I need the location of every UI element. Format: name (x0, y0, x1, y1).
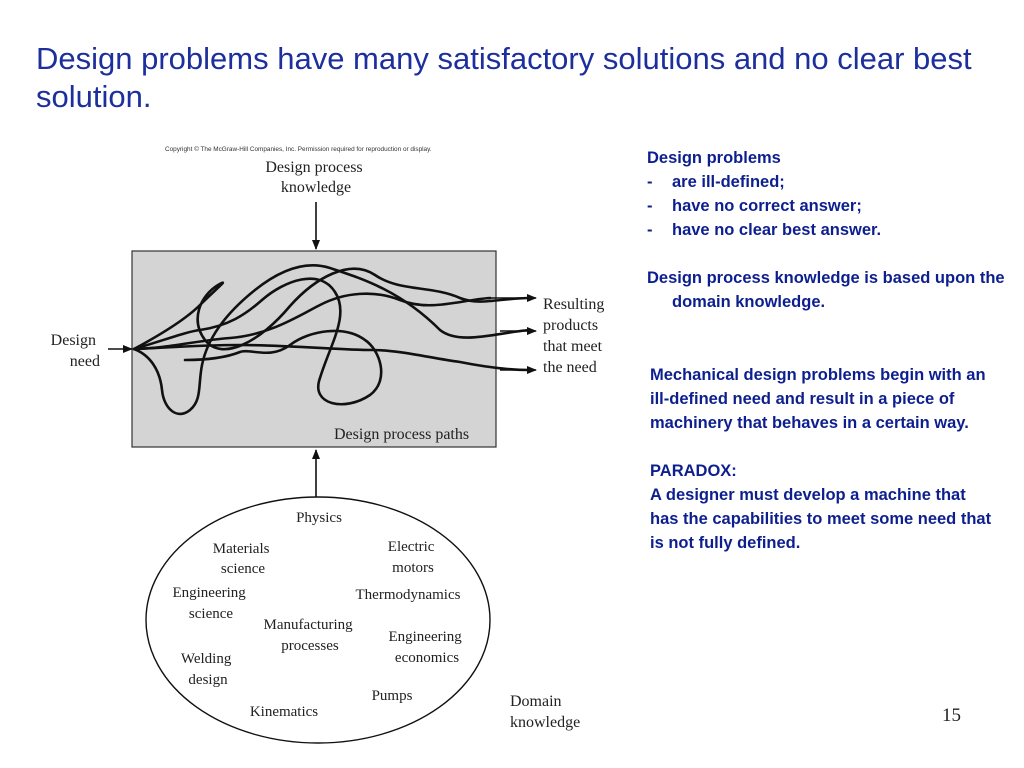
mechanical-note: Mechanical design problems begin with an… (650, 366, 986, 432)
bullet-ill-defined: -are ill-defined; (647, 170, 1007, 194)
topic-manufacturing-processes: Manufacturing processes (264, 617, 357, 654)
topic-pumps: Pumps (372, 688, 413, 704)
paradox-text: A designer must develop a machine that h… (650, 486, 992, 552)
design-process-paths (132, 263, 532, 416)
bullet-marker: - (647, 221, 653, 239)
topic-electric-motors: Electric motors (388, 539, 438, 576)
design-problems-notes: Design problems -are ill-defined; -have … (647, 146, 1007, 314)
bullet-no-correct-answer: -have no correct answer; (647, 194, 1007, 218)
bullet-marker: - (647, 173, 653, 191)
knowledge-note: Design process knowledge is based upon t… (647, 269, 1005, 311)
bullet-marker: - (647, 197, 653, 215)
topic-welding-design: Welding design (181, 651, 235, 688)
topic-engineering-economics: Engineering economics (388, 629, 465, 666)
design-process-paths-label: Design process paths (334, 426, 469, 443)
topic-engineering-science: Engineering science (172, 585, 249, 622)
page-number: 15 (942, 705, 961, 726)
design-process-box (131, 250, 497, 448)
domain-knowledge-ellipse (145, 496, 491, 744)
design-process-knowledge-label: Design process knowledge (265, 159, 366, 196)
design-problems-heading: Design problems (647, 149, 781, 167)
topic-physics: Physics (296, 510, 342, 526)
topic-kinematics: Kinematics (250, 704, 318, 720)
copyright-notice: Copyright © The McGraw-Hill Companies, I… (165, 145, 432, 153)
resulting-products-label: Resulting products that meet the need (543, 296, 608, 376)
domain-knowledge-label: Domain knowledge (510, 693, 580, 731)
slide-title: Design problems have many satisfactory s… (36, 41, 972, 114)
topic-thermodynamics: Thermodynamics (356, 587, 461, 603)
design-need-label: Design need (51, 332, 100, 370)
bullet-no-clear-best: -have no clear best answer. (647, 218, 1007, 242)
topic-materials-science: Materials science (213, 541, 273, 577)
paradox-heading: PARADOX: (650, 462, 737, 480)
mechanical-notes: Mechanical design problems begin with an… (650, 363, 1005, 555)
